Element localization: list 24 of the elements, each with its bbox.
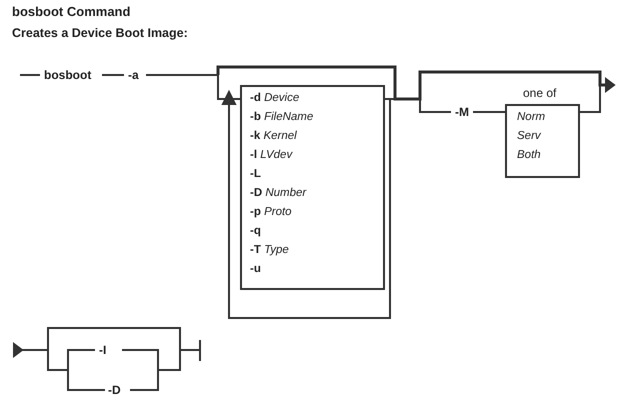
subtitle: Creates a Device Boot Image: <box>12 26 188 40</box>
option-text: -l LVdev <box>250 148 294 163</box>
option-text: -D Number <box>250 186 308 201</box>
option-text: -k Kernel <box>250 129 298 144</box>
choice-text: Serv <box>517 129 542 144</box>
annotation-text: one of <box>523 86 556 100</box>
option-text: -b FileName <box>250 110 314 125</box>
option-text: -d Device <box>250 91 300 106</box>
flag-text: -I <box>99 343 106 357</box>
option-text: -L <box>250 167 262 182</box>
flag-text: -a <box>128 68 139 82</box>
choice-text: Both <box>517 148 542 163</box>
option-text: -T Type <box>250 243 290 258</box>
rail-line <box>385 98 505 113</box>
option-text: -p Proto <box>250 205 293 220</box>
option-text: -q <box>250 224 262 239</box>
diagram-title: bosboot Command <box>12 4 130 19</box>
option-list-box <box>240 85 385 290</box>
flag-text: -D <box>108 383 121 397</box>
choice-box <box>505 104 580 178</box>
edge-label: -M <box>451 105 473 119</box>
choice-text: Norm <box>517 110 546 125</box>
command-keyword: bosboot <box>44 68 92 82</box>
option-text: -u <box>250 262 262 277</box>
